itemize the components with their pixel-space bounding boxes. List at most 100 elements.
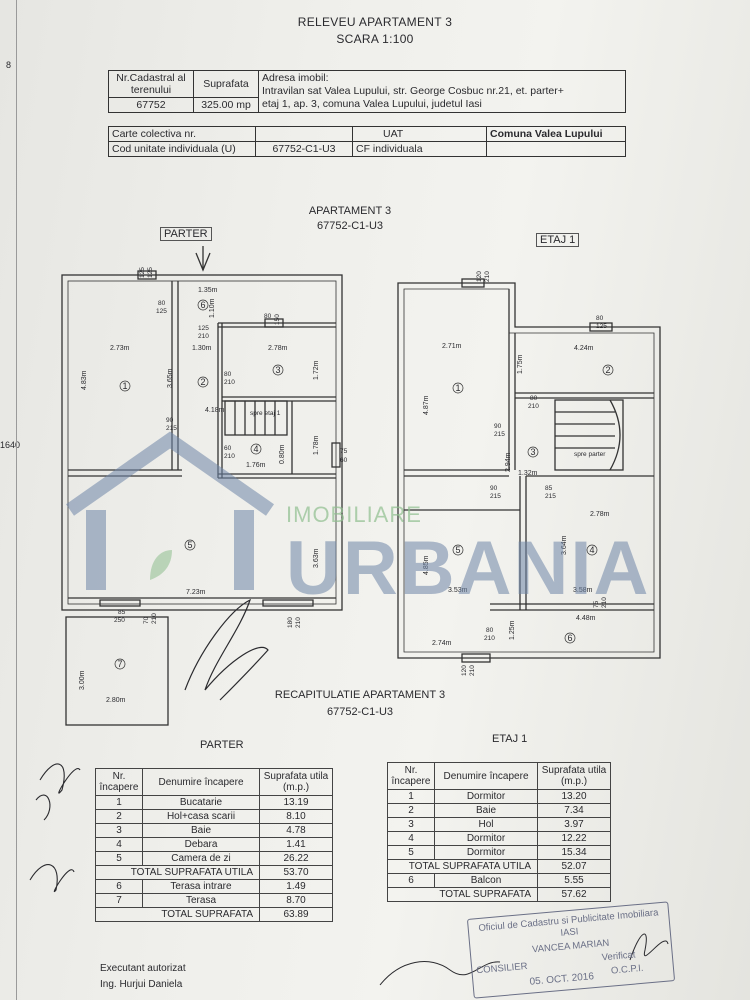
opening-label: 80: [224, 371, 232, 378]
carte-label: Carte colectiva nr.: [108, 126, 256, 142]
opening-label: 80: [158, 300, 166, 307]
col-header: Nr. încapere: [95, 768, 143, 796]
parter-dim: 1.10m: [209, 298, 216, 318]
room-number: 5: [455, 545, 460, 555]
etaj-dim: 2.71m: [442, 343, 462, 350]
opening-label: 80: [486, 627, 494, 634]
cf-label: CF individuala: [352, 141, 487, 157]
etaj-dim: 1.75m: [517, 354, 524, 374]
opening-label: 125: [198, 325, 209, 332]
etaj-dim: 3.53m: [448, 587, 468, 594]
col-header: Suprafata utila (m.p.): [259, 768, 333, 796]
signature-stamp: [629, 933, 669, 961]
parter-dim: 0.80m: [279, 444, 286, 464]
etaj-dim: 3.64m: [561, 535, 568, 555]
parter-dim: 1.78m: [313, 435, 320, 455]
parter-outline: [61, 274, 343, 611]
opening-label: 210: [484, 635, 495, 642]
uat-value: Comuna Valea Lupului: [486, 126, 626, 142]
opening-label: 60: [224, 445, 232, 452]
opening-label: 80: [596, 315, 604, 322]
opening-label: 210: [484, 271, 491, 282]
opening-label: 215: [166, 425, 177, 432]
suprafata-value: 325.00 mp: [193, 97, 259, 113]
room-number: 6: [200, 300, 205, 310]
stairs-label-etaj: spre parter: [574, 451, 606, 458]
opening-label: 125: [596, 323, 607, 330]
etaj-dim: 2.74m: [432, 640, 452, 647]
parter-dim: 3.65m: [167, 368, 174, 388]
opening-label: 210: [295, 617, 302, 628]
watermark-house-icon: [65, 431, 275, 516]
info-table: Nr.Cadastral al terenului Suprafata Adre…: [108, 70, 626, 113]
room-number: 3: [530, 447, 535, 457]
room-number: 4: [253, 444, 258, 454]
opening-label: 210: [469, 665, 476, 676]
opening-label: 120: [461, 665, 468, 676]
opening-label: 125: [147, 267, 154, 278]
col-header: Denumire încapere: [142, 768, 260, 796]
document-title: RELEVEU APARTAMENT 3: [297, 15, 453, 29]
parter-dim: 4.18m: [205, 407, 225, 414]
col-header: Denumire încapere: [434, 762, 538, 790]
watermark-line1: IMOBILIARE: [286, 502, 422, 527]
document-scale: SCARA 1:100: [336, 32, 414, 46]
opening-label: 90: [166, 417, 174, 424]
stairs-label-parter: spre etaj 1: [250, 410, 281, 417]
parter-dim: 2.80m: [106, 697, 126, 704]
etaj-dim: 1.25m: [509, 620, 516, 640]
opening-label: 215: [494, 431, 505, 438]
opening-label: 85: [118, 609, 126, 616]
signature-plan: [184, 598, 269, 701]
parter-dim: 1.35m: [198, 287, 218, 294]
nr-cadastral-value: 67752: [108, 97, 194, 113]
room-number: 6: [567, 633, 572, 643]
etaj-dim: 3.58m: [573, 587, 593, 594]
opening-label: 75: [340, 448, 348, 455]
room-number: 1: [122, 381, 127, 391]
signature-bottom: [379, 961, 501, 986]
room-number: 5: [187, 540, 192, 550]
opening-label: 215: [545, 493, 556, 500]
etaj-dim: 4.87m: [423, 395, 430, 415]
stamp-text: O.C.P.I.: [610, 962, 644, 977]
parter-dim: 1.76m: [246, 462, 266, 469]
stamp-text: CONSILIER: [475, 960, 528, 977]
recap-code: 67752-C1-U3: [326, 706, 394, 718]
etaj-label: ETAJ 1: [536, 233, 580, 247]
executant-label: Executant autorizat: [100, 963, 186, 974]
opening-label: 180: [287, 617, 294, 628]
watermark-line2: URBANIA: [286, 526, 651, 611]
opening-label: 210: [224, 379, 235, 386]
opening-label: 215: [490, 493, 501, 500]
parter-dim: 1.72m: [313, 360, 320, 380]
room-number: 2: [200, 377, 205, 387]
col-header: Suprafata utila (m.p.): [537, 762, 611, 790]
plan-code: 67752-C1-U3: [316, 220, 384, 232]
signature-margin: [29, 864, 75, 893]
opening-label: 120: [476, 271, 483, 282]
signature-margin: [35, 763, 81, 821]
opening-label: 90: [494, 423, 502, 430]
parter-dim: 4.83m: [81, 370, 88, 390]
stamp-text: Verificat: [601, 949, 636, 964]
opening-label: 210: [224, 453, 235, 460]
parter-dim: 7.23m: [186, 589, 206, 596]
adresa-line-1: Intravilan sat Valea Lupului, str. Georg…: [262, 85, 564, 97]
col-header: Nr. încapere: [387, 762, 435, 790]
watermark: [65, 431, 275, 590]
executant-name: Ing. Hurjui Daniela: [100, 979, 183, 990]
